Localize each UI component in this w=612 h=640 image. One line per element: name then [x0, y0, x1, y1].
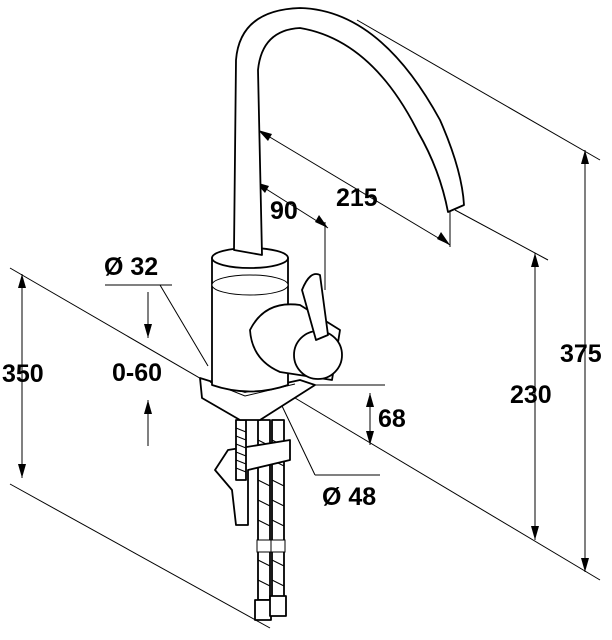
label-deck-height-total: 350 [2, 360, 44, 388]
label-total-height: 375 [560, 340, 602, 368]
supply-hoses [254, 419, 287, 621]
label-outlet-height: 230 [510, 381, 552, 409]
dimension-arrows [18, 130, 589, 572]
label-base-diameter: Ø 48 [322, 483, 376, 511]
label-base-height: 68 [378, 405, 406, 433]
lever-handle [249, 273, 343, 381]
faucet-illustration [199, 7, 465, 621]
dimension-labels: 215 90 Ø 32 350 0-60 68 Ø 48 230 375 [2, 184, 602, 511]
label-body-diameter: Ø 32 [104, 253, 158, 281]
label-spout-reach: 215 [336, 184, 378, 212]
label-spout-offset: 90 [270, 197, 298, 225]
mounting-bracket [214, 419, 291, 526]
label-deck-thickness: 0-60 [112, 359, 162, 387]
faucet-spout [233, 7, 465, 256]
